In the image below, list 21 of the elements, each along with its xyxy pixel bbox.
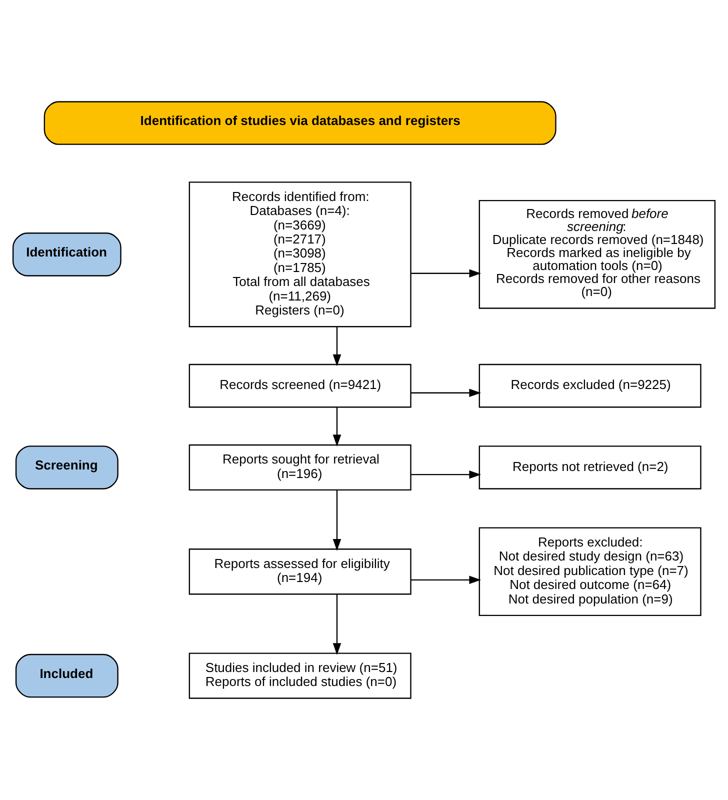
arrow — [332, 407, 342, 447]
node-box: Reports assessed for eligibility (n=194) — [188, 548, 412, 595]
node-box: Included — [15, 654, 118, 698]
node-box: Reports sought for retrieval (n=196) — [188, 444, 412, 491]
arrow — [411, 269, 482, 278]
node-box: Identification — [12, 232, 122, 276]
node-box: Studies included in review (n=51) Reports of included studies (n=0) — [188, 652, 412, 699]
arrow — [332, 326, 342, 366]
arrow — [410, 388, 482, 398]
arrow — [410, 470, 482, 479]
node-box: Records excluded (n=9225) — [478, 364, 702, 408]
node-box: Identification of studies via databases and registers — [44, 101, 556, 145]
arrow — [332, 490, 342, 551]
node-box: Reports excluded: Not desired study design (n=63) Not desired publication type (n=7) Not desired outcome (n=64) Not desired population (n=9) — [478, 527, 702, 616]
node-box: Records removed before screening: Duplicate records removed (n=1848) Records marked as ineligible by automation tools (n=0) Records removed for other reasons (n=0) — [478, 200, 716, 309]
node-box: Reports not retrieved (n=2) — [478, 446, 702, 490]
arrow — [332, 594, 342, 656]
node-box: Records identified from: Databases (n=4): (n=3669) (n=2717) (n=3098) (n=1785) Total from all databases (n=11,269) Registers (n=0) — [188, 182, 412, 328]
arrow — [410, 576, 482, 584]
node-box: Records screened (n=9421) — [188, 364, 412, 408]
node-box: Screening — [15, 446, 118, 490]
